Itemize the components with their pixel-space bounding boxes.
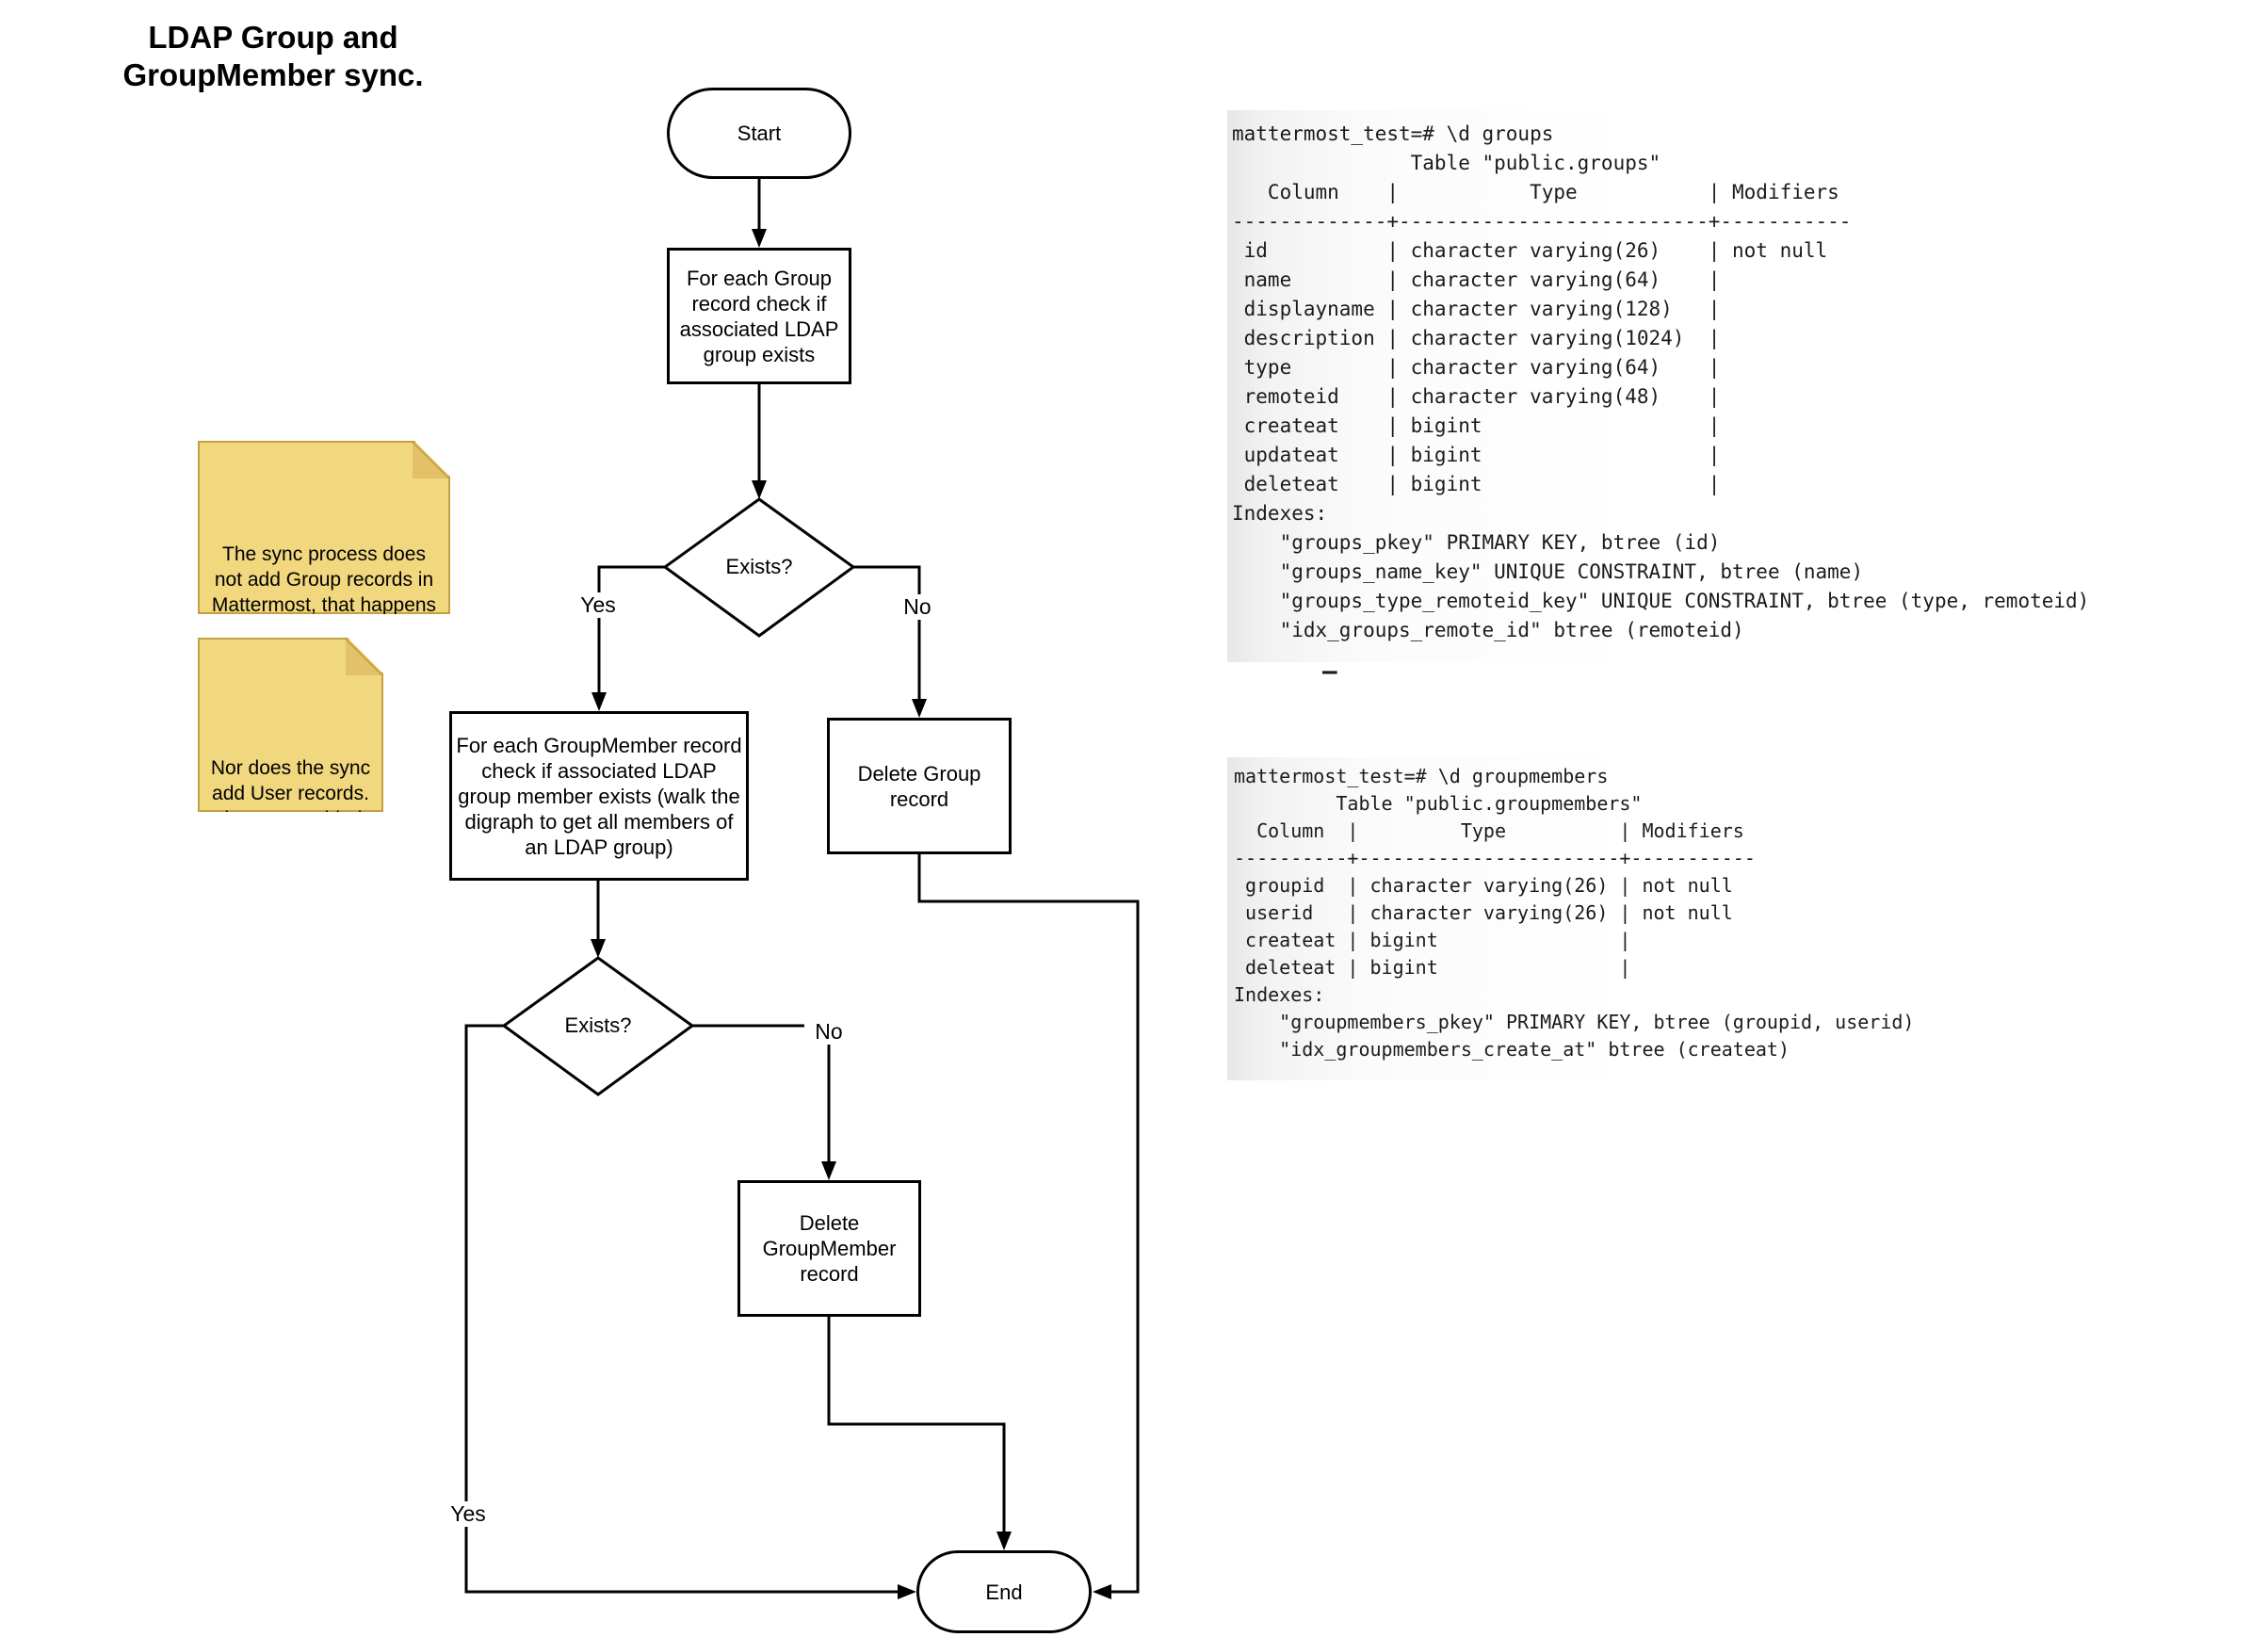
process-delete-group: Delete Group record	[827, 718, 1012, 854]
process-delete-groupmember: Delete GroupMember record	[737, 1180, 921, 1317]
arrowhead	[996, 1532, 1012, 1550]
arrowhead	[591, 939, 606, 958]
arrowhead	[591, 692, 607, 711]
decision-exists-2-label: Exists?	[564, 1013, 632, 1037]
branch-label-yes-2: Yes	[439, 1501, 497, 1527]
terminal-groups-output: mattermost_test=# \d groups Table "publi…	[1227, 110, 2114, 662]
sticky-note-group-records: The sync process does not add Group reco…	[198, 441, 450, 614]
start-node: Start	[667, 88, 851, 179]
connector-decision2-yes-to-end	[464, 1024, 898, 1594]
terminal-groupmembers-output: mattermost_test=# \d groupmembers Table …	[1227, 757, 1939, 1080]
arrowhead	[912, 699, 927, 718]
decision-exists-1-label: Exists?	[725, 555, 793, 578]
connector-delete-member-to-end	[827, 1317, 1006, 1532]
arrowhead	[752, 229, 767, 248]
decision-diamond-exists-2	[501, 956, 695, 1096]
arrowhead	[898, 1584, 916, 1599]
branch-label-yes-1: Yes	[571, 592, 625, 618]
connector-decision1-yes-to-check-member	[597, 565, 665, 693]
branch-label-no-1: No	[893, 594, 942, 620]
connector-decision2-no-to-delete-member	[692, 1024, 831, 1162]
process-check-group: For each Group record check if associate…	[667, 248, 851, 384]
sticky-note-user-records: Nor does the sync add User records. thos…	[198, 638, 383, 812]
arrowhead	[821, 1161, 836, 1180]
decision-diamond-exists-1	[662, 497, 856, 638]
stray-dash-mark: –	[1322, 657, 1337, 686]
connector-decision1-no-to-delete-group	[853, 565, 921, 700]
branch-label-no-2: No	[804, 1019, 853, 1045]
process-check-groupmember: For each GroupMember record check if ass…	[449, 711, 749, 881]
connector-delete-group-to-end	[917, 854, 1140, 1594]
page-title: LDAP Group and GroupMember sync.	[122, 20, 424, 92]
arrowhead	[752, 480, 767, 499]
end-node: End	[916, 1550, 1092, 1633]
arrowhead	[1093, 1584, 1111, 1599]
